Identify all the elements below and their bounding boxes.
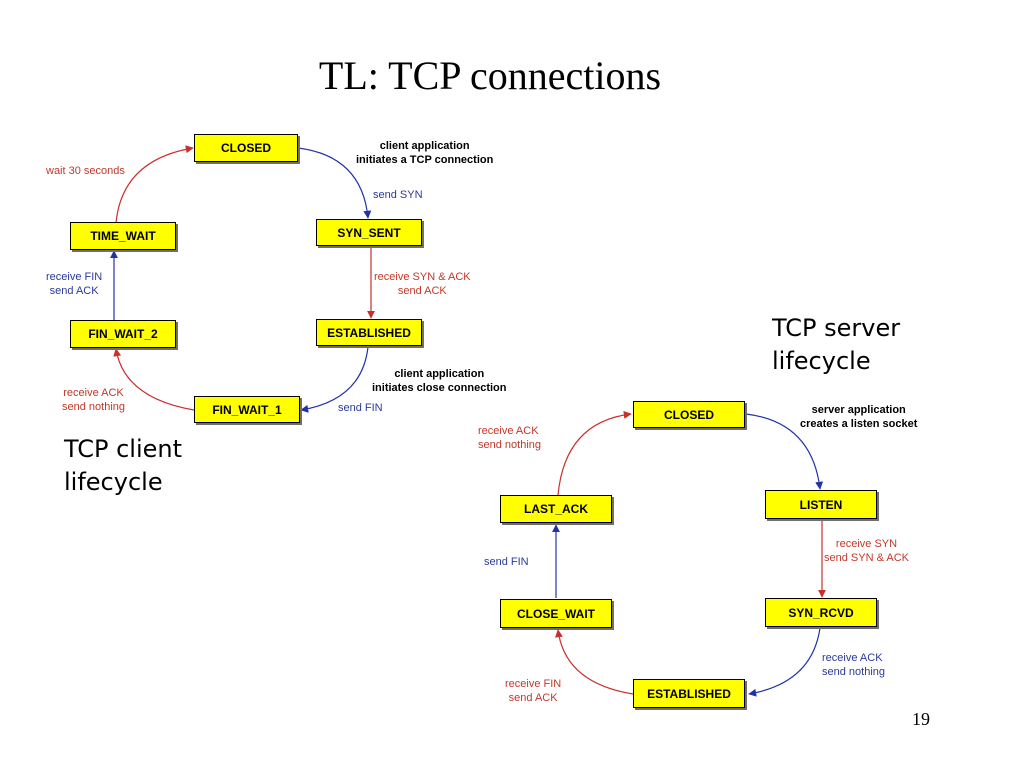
client-state-closed: CLOSED [194, 134, 298, 162]
slide-title: TL: TCP connections [318, 53, 662, 98]
client-arrow-closed-to-synsent [297, 147, 372, 219]
client-arrow-finwait1-to-finwait2 [113, 348, 195, 411]
client-label-recv-fin: receive FIN send ACK [46, 271, 103, 297]
client-label-close: client application initiates close conne… [372, 368, 507, 394]
client-state-syn-sent: SYN_SENT [316, 219, 422, 246]
client-caption: TCP client lifecycle [64, 435, 183, 496]
server-caption: TCP server lifecycle [772, 314, 901, 375]
server-label-recv-syn: receive SYN send SYN & ACK [824, 538, 909, 564]
server-state-listen: LISTEN [765, 490, 877, 519]
server-arrow-established-to-closewait [554, 629, 634, 695]
server-label-send-fin: send FIN [484, 556, 529, 568]
server-label-recv-fin: receive FIN send ACK [505, 678, 562, 704]
client-label-recv-synack: receive SYN & ACK send ACK [374, 271, 471, 297]
client-label-send-fin: send FIN [338, 402, 383, 414]
server-label-recv-ack2: receive ACK send nothing [478, 425, 541, 451]
client-label-initiate: client application initiates a TCP conne… [356, 140, 494, 166]
server-arrow-closed-to-listen [745, 413, 824, 490]
client-state-established: ESTABLISHED [316, 319, 422, 346]
server-state-closed: CLOSED [633, 401, 745, 428]
client-state-fin-wait-2: FIN_WAIT_2 [70, 320, 176, 348]
client-label-recv-ack: receive ACK send nothing [62, 387, 125, 413]
client-label-send-syn: send SYN [373, 189, 423, 201]
client-state-time-wait: TIME_WAIT [70, 222, 176, 250]
server-state-close-wait: CLOSE_WAIT [500, 599, 612, 628]
client-arrow-timewait-to-closed [115, 145, 194, 224]
server-state-syn-rcvd: SYN_RCVD [765, 598, 877, 627]
page-number: 19 [912, 709, 930, 729]
client-arrow-established-to-finwait1 [300, 346, 369, 413]
server-state-established: ESTABLISHED [633, 679, 745, 708]
client-label-wait: wait 30 seconds [46, 165, 125, 177]
client-state-fin-wait-1: FIN_WAIT_1 [194, 396, 300, 423]
server-arrow-lastack-to-closed [557, 410, 632, 496]
server-arrow-synrcvd-to-established [748, 627, 821, 697]
server-label-recv-ack: receive ACK send nothing [822, 652, 885, 678]
server-state-last-ack: LAST_ACK [500, 495, 612, 523]
server-label-create: server application creates a listen sock… [800, 404, 918, 430]
